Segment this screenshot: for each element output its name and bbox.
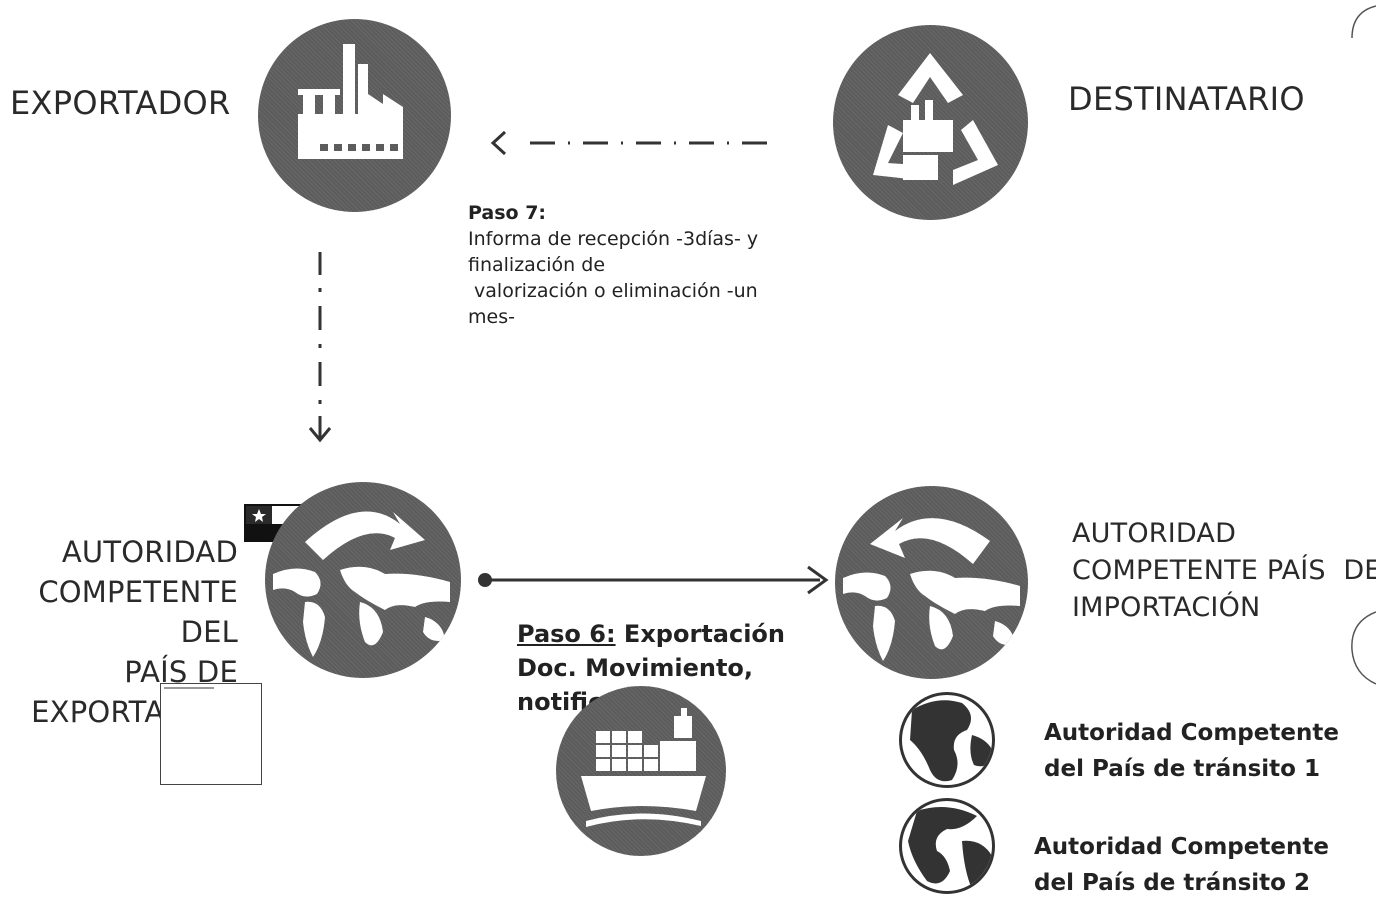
import-authority-line: AUTORIDAD bbox=[1072, 518, 1237, 549]
step6-arrow bbox=[478, 565, 829, 595]
transit2-line: del País de tránsito 2 bbox=[1034, 870, 1310, 896]
transit2-line: Autoridad Competente bbox=[1034, 834, 1329, 860]
step7-line: finalización de bbox=[468, 254, 606, 276]
step7-arrow bbox=[490, 130, 767, 156]
transit1-node bbox=[899, 692, 995, 788]
globe-arrow-icon bbox=[843, 518, 1020, 661]
transit1-line: del País de tránsito 1 bbox=[1044, 756, 1320, 782]
export-authority-line: AUTORIDAD bbox=[61, 535, 238, 569]
recipient-label: DESTINATARIO bbox=[1068, 80, 1305, 118]
recipient-node bbox=[833, 25, 1028, 220]
import-authority-line: IMPORTACIÓN bbox=[1072, 592, 1261, 623]
page-edge-mark bbox=[1351, 611, 1376, 685]
import-authority-line: COMPETENTE PAÍS DE bbox=[1072, 555, 1376, 586]
factory-icon bbox=[298, 44, 403, 159]
step6-line: Doc. Movimiento, bbox=[517, 654, 754, 682]
step7-title: Paso 7: bbox=[468, 202, 547, 224]
transit1-line: Autoridad Competente bbox=[1044, 720, 1339, 746]
step7-text: Paso 7: Informa de recepción -3días- y f… bbox=[468, 200, 798, 330]
export-authority-line: COMPETENTE DEL bbox=[38, 575, 238, 649]
transit2-label: Autoridad Competente del País de tránsit… bbox=[1034, 829, 1329, 901]
shipment-node bbox=[556, 686, 726, 856]
transit1-label: Autoridad Competente del País de tránsit… bbox=[1044, 715, 1339, 787]
export-authority-node bbox=[265, 482, 461, 678]
step7-line: valorización o eliminación -un bbox=[468, 280, 758, 302]
step7-line: mes- bbox=[468, 306, 515, 328]
transit2-node bbox=[899, 798, 995, 894]
import-authority-label: AUTORIDAD COMPETENTE PAÍS DE IMPORTACIÓN bbox=[1072, 515, 1376, 626]
step7-line: Informa de recepción -3días- y bbox=[468, 228, 759, 250]
step6-label: Paso 6: bbox=[517, 620, 616, 648]
globe-arrow-icon bbox=[273, 511, 450, 657]
document-box bbox=[160, 683, 262, 785]
exporter-node bbox=[258, 19, 451, 212]
globe-icon bbox=[910, 700, 992, 782]
exporter-label: EXPORTADOR bbox=[10, 84, 231, 122]
page-edge-mark bbox=[1351, 5, 1376, 39]
exporter-down-arrow bbox=[308, 252, 332, 443]
import-authority-node bbox=[835, 486, 1028, 679]
recycle-icon bbox=[873, 53, 998, 185]
step6-title: Exportación bbox=[615, 620, 786, 648]
document-line bbox=[164, 687, 214, 689]
ship-icon bbox=[581, 708, 706, 827]
